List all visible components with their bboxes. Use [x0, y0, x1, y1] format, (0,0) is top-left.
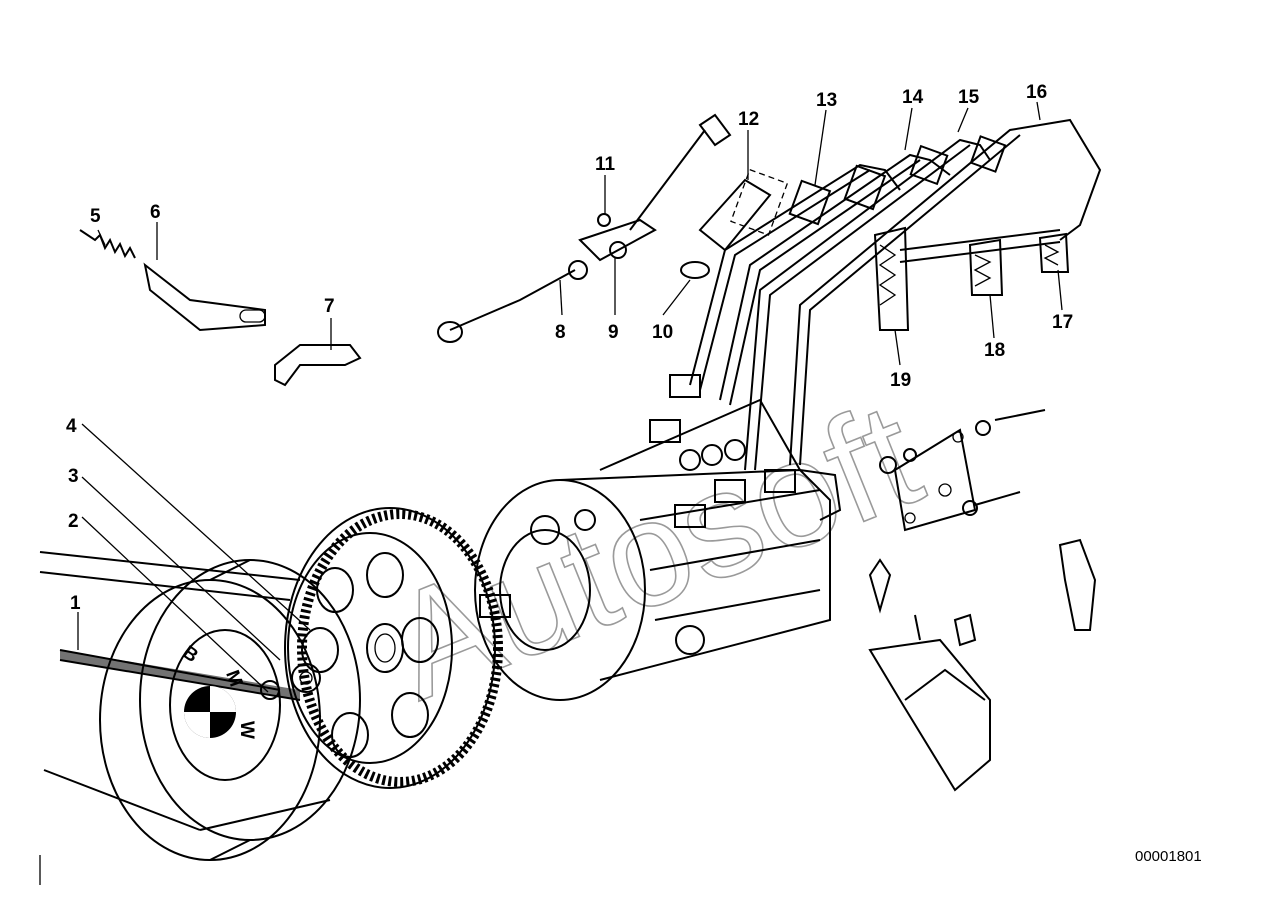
callout-14: 14 — [902, 87, 924, 108]
watermark-text: Autosoft — [368, 369, 941, 731]
pipe-clamps — [873, 226, 1070, 331]
pump-gear — [284, 507, 503, 789]
callout-9: 9 — [608, 322, 619, 343]
callout-4: 4 — [66, 416, 77, 437]
callout-18: 18 — [984, 340, 1005, 361]
callout-7: 7 — [324, 296, 335, 317]
injection-lines — [689, 118, 1102, 471]
timing-belt — [39, 551, 331, 831]
callout-12: 12 — [738, 109, 759, 130]
injector — [680, 168, 789, 279]
callout-17: 17 — [1052, 312, 1073, 333]
pulley-letter-w: W — [236, 721, 257, 739]
callout-5: 5 — [90, 206, 101, 227]
linkage — [437, 113, 732, 343]
callout-11: 11 — [595, 154, 616, 175]
callout-2: 2 — [68, 511, 79, 532]
spring-brackets — [79, 229, 362, 387]
callout-labels: 1 2 3 4 5 6 7 8 9 10 11 12 13 14 15 16 1… — [66, 82, 1073, 614]
pulley-letter-m: M — [221, 667, 246, 689]
document-number: 00001801 — [1135, 848, 1202, 865]
pulley-letter-b: B — [179, 642, 202, 667]
actuator — [868, 558, 991, 792]
right-bracket-bolts — [879, 409, 1097, 631]
callout-15: 15 — [958, 87, 980, 108]
callout-6: 6 — [150, 202, 161, 223]
callout-19: 19 — [890, 370, 911, 391]
callout-leaders — [77, 101, 1063, 693]
callout-3: 3 — [68, 466, 79, 487]
crank-pulley: B M W — [99, 559, 361, 861]
callout-10: 10 — [652, 322, 673, 343]
callout-16: 16 — [1026, 82, 1047, 103]
callout-1: 1 — [70, 593, 81, 614]
callout-8: 8 — [555, 322, 566, 343]
watermark: Autosoft — [367, 368, 942, 732]
callout-13: 13 — [816, 90, 837, 111]
